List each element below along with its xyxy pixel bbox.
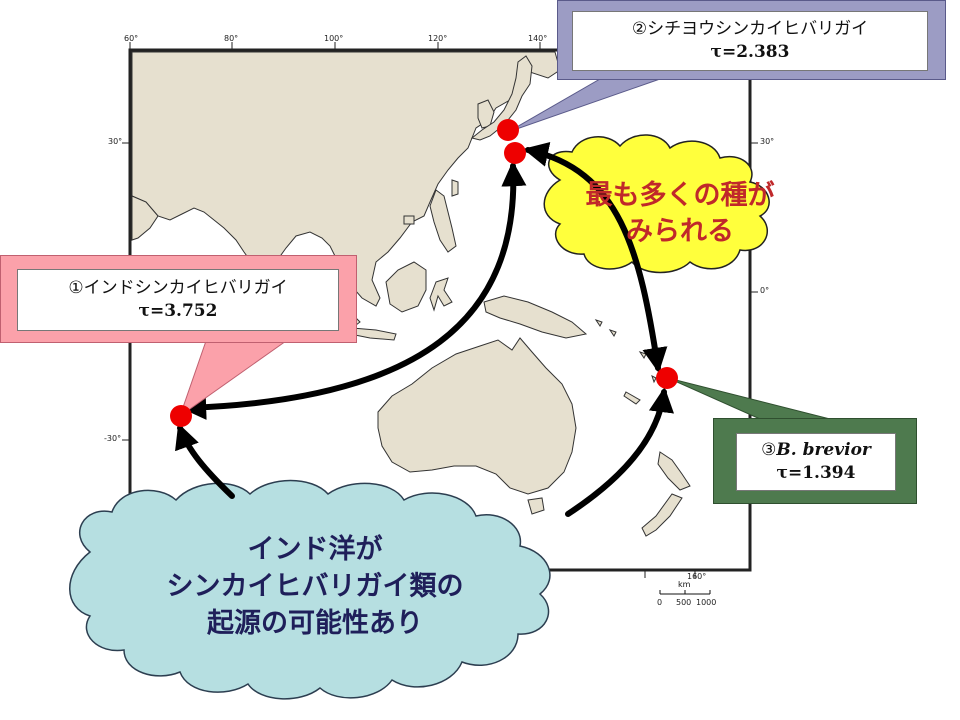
scale-unit: km xyxy=(678,580,691,589)
scale-label-500: 500 xyxy=(676,598,692,607)
new-zealand-north xyxy=(657,451,691,491)
arrow-cloud-to-1 xyxy=(175,423,235,499)
arrows xyxy=(175,141,674,517)
lon-tick-160: 160° xyxy=(687,572,707,581)
lat-tick-minus30-left: -30° xyxy=(104,434,122,443)
species-2-name: ②シチヨウシンカイヒバリガイ xyxy=(631,19,869,39)
new-zealand-south xyxy=(641,493,683,537)
callout-pointers xyxy=(179,78,831,420)
marker-species-2b xyxy=(504,142,526,164)
lon-tick-60: 60° xyxy=(124,34,139,43)
lon-tick-120: 120° xyxy=(428,34,448,43)
species-1-tau: τ=3.752 xyxy=(138,301,218,321)
scale-bar xyxy=(659,590,711,595)
arabian-peninsula xyxy=(131,195,159,241)
cloud-blue-line-2: シンカイヒバリガイ類の xyxy=(166,571,464,602)
cloud-yellow-line-1: 最も多くの種が xyxy=(585,180,775,211)
tasmania xyxy=(527,497,545,515)
cloud-blue-text: インド洋が シンカイヒバリガイ類の 起源の可能性あり xyxy=(115,531,515,642)
marker-species-2a xyxy=(497,119,519,141)
marker-species-1 xyxy=(170,405,192,427)
lon-tick-140: 140° xyxy=(528,34,548,43)
lat-tick-30-right: 30° xyxy=(760,137,775,146)
species-2-tau: τ=2.383 xyxy=(710,42,790,62)
markers xyxy=(170,119,678,427)
hainan xyxy=(403,215,415,225)
species-3-name: ③B. brevior xyxy=(737,439,895,461)
cloud-blue-line-3: 起源の可能性あり xyxy=(207,608,423,639)
scale-label-1000: 1000 xyxy=(696,598,717,607)
lon-tick-80: 80° xyxy=(224,34,239,43)
species-1-name: ①インドシンカイヒバリガイ xyxy=(68,278,288,298)
cloud-blue xyxy=(69,479,551,700)
callout-species-2: ②シチヨウシンカイヒバリガイ τ=2.383 xyxy=(557,0,946,80)
new-caledonia xyxy=(623,391,641,405)
lon-tick-100: 100° xyxy=(324,34,344,43)
scale-label-0: 0 xyxy=(657,598,663,607)
callout-species-1-label: ①インドシンカイヒバリガイ τ=3.752 xyxy=(17,269,339,331)
marker-species-3 xyxy=(656,367,678,389)
callout-species-1: ①インドシンカイヒバリガイ τ=3.752 xyxy=(0,255,357,343)
cloud-blue-line-1: インド洋が xyxy=(247,534,383,565)
species-3-italic-name: B. brevior xyxy=(776,440,871,460)
taiwan xyxy=(451,179,459,197)
callout-species-2-label: ②シチヨウシンカイヒバリガイ τ=2.383 xyxy=(572,11,928,71)
arrow-cloud-to-3 xyxy=(565,386,674,517)
species-3-tau: τ=1.394 xyxy=(776,463,856,483)
cloud-yellow-text: 最も多くの種が みられる xyxy=(545,178,815,250)
species-3-prefix: ③ xyxy=(761,440,777,460)
callout-species-3: ③B. brevior τ=1.394 xyxy=(713,418,917,504)
cloud-yellow-line-2: みられる xyxy=(626,216,734,247)
arrow-2-to-3 xyxy=(523,141,668,373)
callout-species-3-label: ③B. brevior τ=1.394 xyxy=(736,433,896,491)
lat-tick-0-right: 0° xyxy=(760,286,770,295)
lat-tick-30-left: 30° xyxy=(108,137,123,146)
japan xyxy=(470,55,533,141)
arrow-2-to-1 xyxy=(180,160,527,420)
